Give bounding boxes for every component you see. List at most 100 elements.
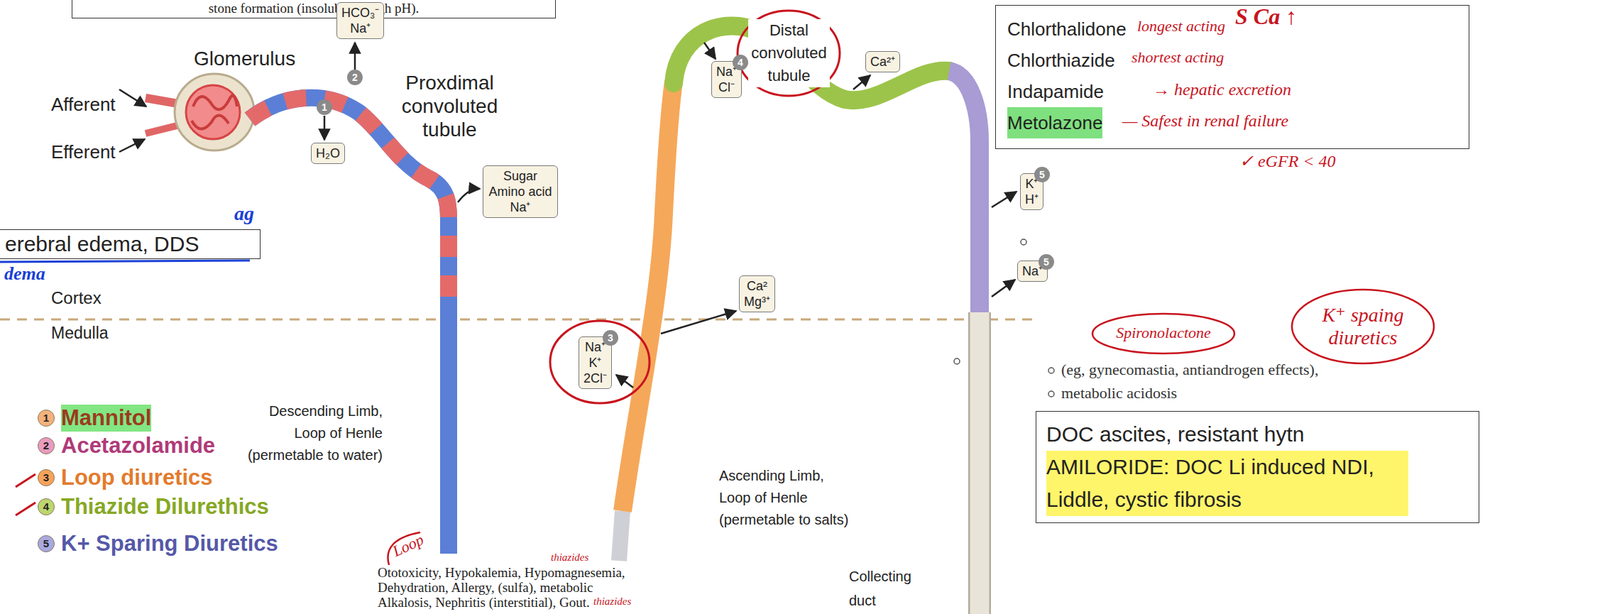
region-label: Cortex [51, 287, 102, 309]
hand-underline [0, 260, 250, 262]
ion-text: H₂O [315, 145, 341, 162]
legend-swatch: 5 [37, 535, 55, 553]
hand-circle [1000, 106, 1114, 138]
legend-swatch: 1 [37, 409, 55, 427]
legend-swatch: 3 [37, 469, 55, 487]
collecting-duct [970, 312, 990, 614]
handwritten-note: longest acting [1137, 17, 1226, 36]
box-text: Metolazone [1007, 107, 1103, 139]
note-box: erebral edema, DDS [0, 229, 261, 260]
handwritten-note: — Safest in renal failure [1122, 110, 1289, 132]
callout-number: 5 [1038, 254, 1055, 270]
box-text: stone formation (insoluble at high pH). [79, 0, 549, 17]
hand-circle [1291, 289, 1434, 364]
box-text: Chlorthalidone [1007, 13, 1458, 45]
ion-text: Ca² Mg³⁺ [743, 278, 771, 310]
handwritten-note: K⁺ spaing diuretics [1309, 303, 1417, 350]
thin-ascending-limb [618, 511, 623, 561]
ion-box: Sugar Amino acid Na⁺ [482, 165, 558, 218]
callout-number: 4 [732, 54, 749, 71]
legend-text: K+ Sparing Diuretics [61, 530, 279, 558]
side-effect-note: (eg, gynecomastia, antiandrogen effects)… [1061, 357, 1339, 405]
leader-arrow [991, 279, 1016, 297]
legend-row: 1 Mannitol [37, 404, 152, 432]
thick-ascending-limb [622, 81, 674, 512]
bullet-circle [1048, 391, 1055, 397]
ion-box: HCO₃⁻ Na⁺ [336, 2, 385, 40]
handwritten-note: S Ca ↑ [1235, 2, 1297, 30]
legend-number: 3 [43, 469, 49, 486]
connecting-tubule [949, 70, 980, 314]
leader-arrow [616, 374, 634, 388]
legend-number: 1 [43, 410, 49, 426]
box-text: DOC ascites, resistant hytn [1046, 418, 1469, 451]
structure-label: Collecting duct [848, 564, 920, 613]
ion-text: HCO₃⁻ Na⁺ [341, 4, 380, 37]
legend-number: 5 [43, 535, 49, 552]
leader-arrow [354, 42, 357, 70]
small-circle [1020, 239, 1027, 245]
handwritten-note: ✓ eGFR < 40 [1239, 151, 1336, 172]
region-label: Medulla [51, 322, 109, 343]
efferent-arrow [119, 139, 145, 152]
leader-arrow [704, 42, 716, 59]
legend-text: Thiazide Dilurethics [61, 493, 270, 521]
proximal-tubule [249, 97, 449, 306]
note-box: stone formation (insoluble at high pH). [71, 0, 556, 19]
callout-number: 3 [602, 330, 619, 346]
box-text: Chlorthiazide [1007, 44, 1458, 76]
structure-label: Glomerulus [193, 46, 296, 71]
handwritten-note: thiazides [550, 550, 589, 564]
strike-mark [15, 474, 36, 516]
box-text: AMILORIDE: DOC Li induced NDI, Liddle, c… [1046, 450, 1409, 517]
hand-circle [737, 10, 840, 96]
handwritten-note: dema [4, 262, 46, 285]
callout-number: 2 [347, 69, 363, 86]
hand-circle [550, 320, 650, 404]
legend-text: Acetazolamide [61, 432, 216, 460]
legend-row: 4Thiazide Dilurethics [37, 493, 270, 521]
ion-box: Ca²⁺ [865, 51, 901, 73]
ion-text: Sugar Amino acid Na⁺ [487, 168, 553, 216]
ion-box: Ca² Mg³⁺ [738, 275, 776, 313]
leader-arrow [660, 310, 737, 334]
legend-number: 2 [43, 437, 49, 454]
afferent-arrow [119, 89, 147, 107]
structure-label: Descending Limb, Loop of Henle (permetab… [242, 400, 383, 467]
small-circle [954, 358, 960, 365]
ion-text: Na⁺ Cl⁻ [716, 63, 737, 96]
leader-arrow [853, 75, 871, 90]
cortex-medulla-line [0, 318, 1037, 321]
ion-text: Ca²⁺ [870, 53, 896, 70]
legend-swatch: 2 [37, 437, 55, 455]
handwritten-note: shortest acting [1131, 48, 1224, 67]
ion-box: H₂O [310, 142, 345, 164]
vessel-label: Efferent [51, 141, 116, 164]
structure-label: Ascending Limb, Loop of Henle (permetabl… [719, 464, 859, 531]
callout-number: 5 [1034, 166, 1050, 183]
bowman-capsule [174, 73, 255, 151]
legend-text: Mannitol [61, 404, 152, 432]
glomerulus-tuft [185, 85, 240, 140]
legend-row: 3 Loop diuretics [37, 464, 213, 492]
legend-text: Loop diuretics [61, 464, 213, 492]
vessel-label: Afferent [51, 93, 116, 116]
handwritten-note: thiazides [593, 594, 632, 608]
handwritten-note: Spironolactone [1106, 323, 1221, 343]
leader-arrow [323, 115, 326, 140]
leader-arrow [991, 191, 1017, 208]
structure-label: Proxdimal convoluted tubule [398, 70, 502, 142]
legend-row: 2 Acetazolamide [37, 432, 216, 460]
box-text: erebral edema, DDS [4, 231, 255, 257]
structure-label: Distal convoluted tubule [748, 19, 830, 88]
hand-circle [1092, 313, 1235, 354]
legend-row: 5 K+ Sparing Diuretics [37, 530, 279, 558]
collecting-duct-wall [968, 312, 991, 614]
capillary-loops [191, 95, 238, 130]
bullet-circle [1048, 367, 1055, 374]
callout-number: 1 [316, 99, 333, 115]
descending-tubule [249, 97, 449, 554]
handwritten-note: Loop [389, 530, 427, 561]
note-box: DOC ascites, resistant hytnAMILORIDE: DO… [1035, 411, 1480, 524]
